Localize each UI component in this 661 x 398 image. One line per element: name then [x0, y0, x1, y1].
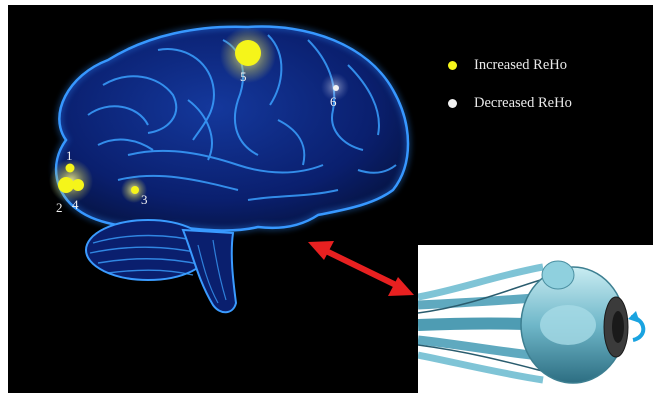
eye-illustration-panel	[418, 245, 653, 393]
region-label-6: 6	[330, 95, 337, 108]
region-1-marker	[66, 164, 75, 173]
region-4-marker	[72, 179, 84, 191]
region-5-marker	[235, 40, 261, 66]
region-2-marker	[58, 177, 74, 193]
figure-panel: Increased ReHo Decreased ReHo 1 2 4 3 5 …	[8, 5, 653, 393]
legend-item-increased: Increased ReHo	[448, 53, 572, 77]
legend-item-decreased: Decreased ReHo	[448, 91, 572, 115]
region-label-2: 2	[56, 201, 63, 214]
decreased-dot-icon	[448, 99, 457, 108]
rotation-arrow-icon	[628, 311, 643, 340]
double-arrow-icon	[308, 241, 414, 296]
region-label-4: 4	[72, 198, 79, 211]
region-label-1: 1	[66, 149, 73, 162]
region-label-3: 3	[141, 193, 148, 206]
legend-label-increased: Increased ReHo	[474, 57, 567, 74]
increased-dot-icon	[448, 61, 457, 70]
region-label-5: 5	[240, 70, 247, 83]
eyeball-with-muscles-icon	[418, 245, 653, 393]
region-6-marker	[333, 85, 339, 91]
region-3-marker	[131, 186, 139, 194]
legend: Increased ReHo Decreased ReHo	[448, 53, 572, 129]
legend-label-decreased: Decreased ReHo	[474, 95, 572, 112]
